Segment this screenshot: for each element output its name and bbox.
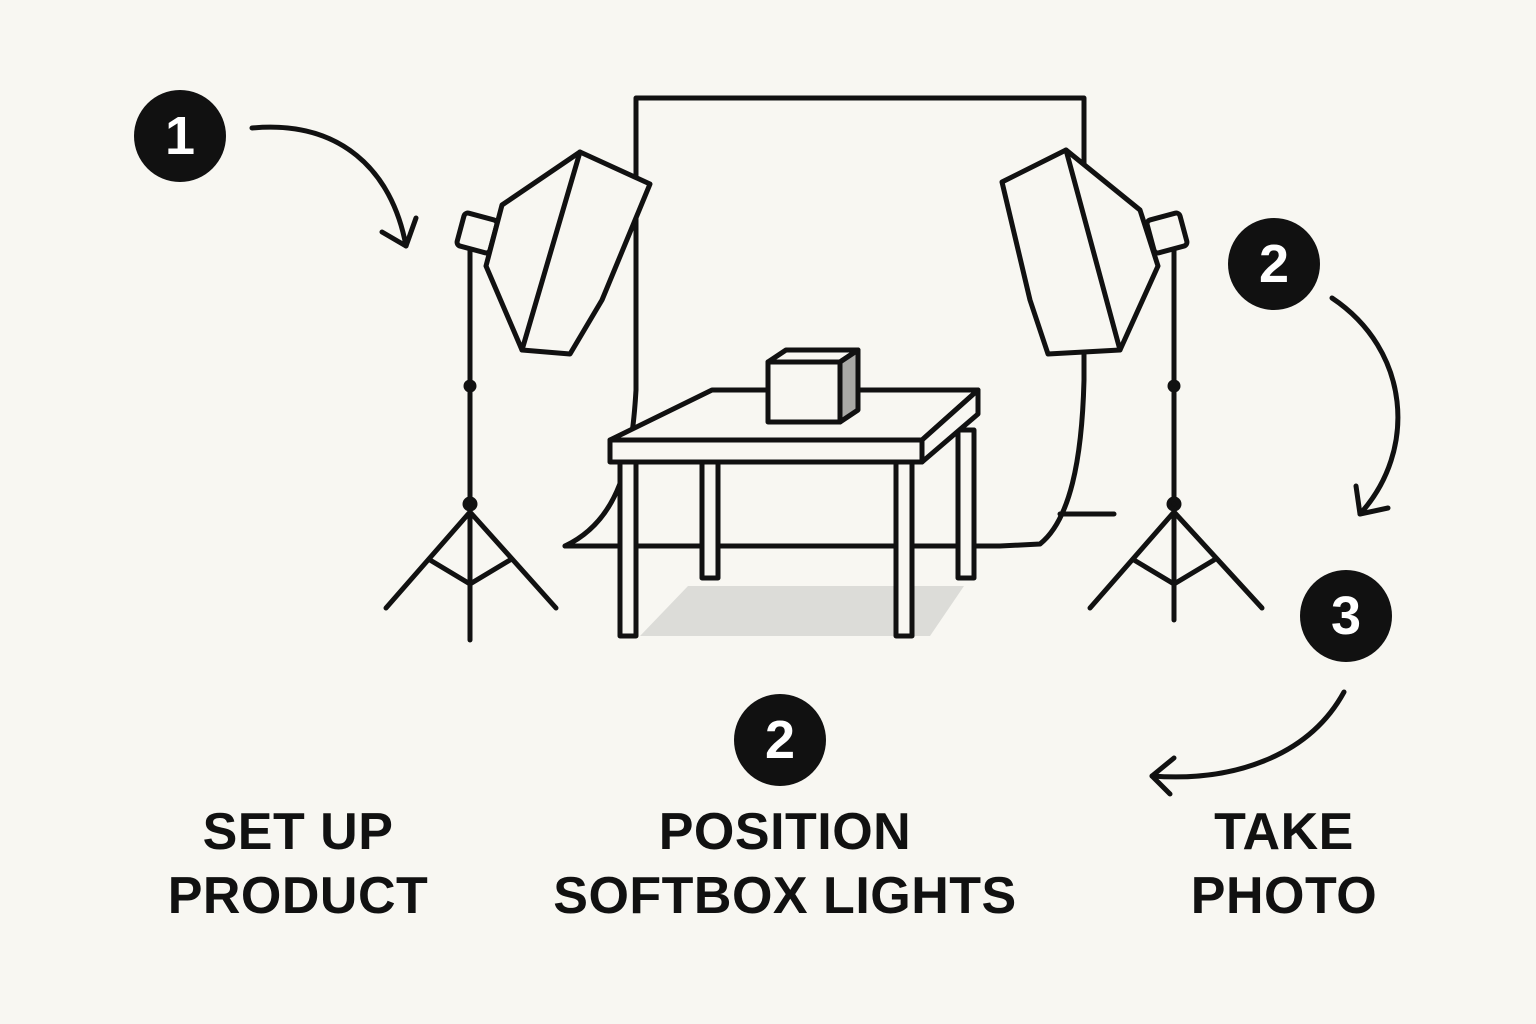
arrow-icon xyxy=(249,124,409,249)
position-line-2: SOFTBOX LIGHTS xyxy=(553,867,1017,925)
arrows xyxy=(249,124,1401,797)
setup-line-1: SET UP xyxy=(202,803,394,861)
left-softbox-light xyxy=(383,149,653,643)
arrow-icon xyxy=(1329,295,1401,517)
table-shadow xyxy=(640,586,964,636)
take-line-1: TAKE xyxy=(1214,803,1354,861)
product-box-icon xyxy=(765,347,861,425)
setup-line-2: PRODUCT xyxy=(167,867,429,925)
step-2-badge: 2 xyxy=(1228,218,1320,310)
take-line-2: PHOTO xyxy=(1190,867,1378,925)
position-line-1: POSITION xyxy=(658,803,912,861)
softbox-light-icon xyxy=(999,147,1161,357)
setup-product-label: SET UP PRODUCT xyxy=(148,800,448,928)
table-icon xyxy=(607,387,981,639)
step-2-center-badge: 2 xyxy=(734,694,826,786)
arrow-icon xyxy=(1149,689,1347,780)
right-softbox-light xyxy=(999,147,1265,623)
softbox-light-icon xyxy=(483,149,653,357)
position-softbox-label: POSITION SOFTBOX LIGHTS xyxy=(540,800,1030,928)
step-1-badge: 1 xyxy=(134,90,226,182)
take-photo-label: TAKE PHOTO xyxy=(1164,800,1404,928)
step-3-badge: 3 xyxy=(1300,570,1392,662)
